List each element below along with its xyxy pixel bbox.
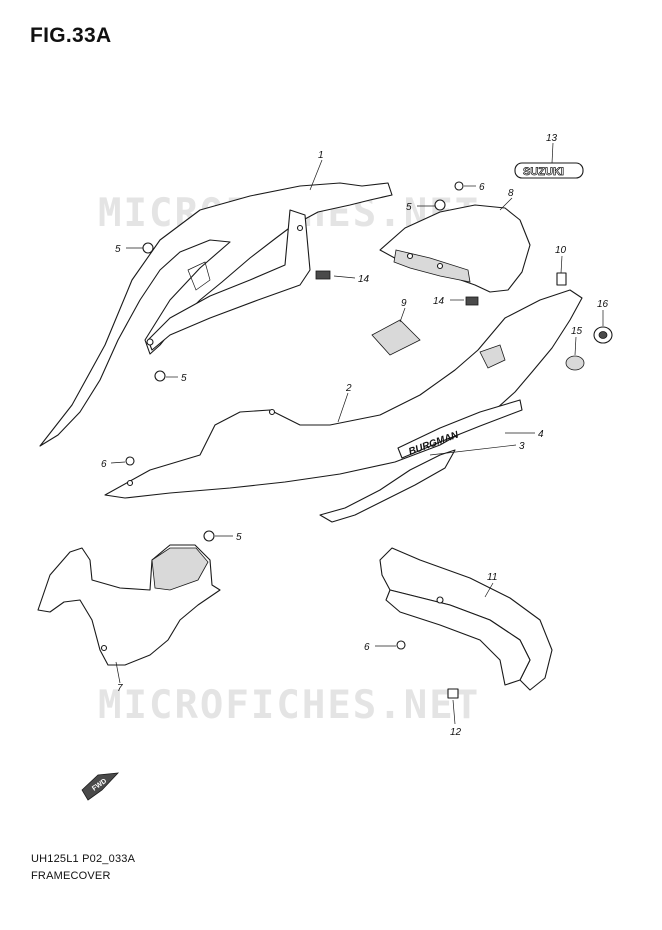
fwd-arrow: FWD bbox=[81, 772, 120, 801]
part-13-emblem: SUZUKI bbox=[514, 162, 584, 179]
part-1-frame-cover-left bbox=[39, 182, 393, 447]
part-7-lower-cover bbox=[37, 544, 221, 666]
callout-3: 3 bbox=[519, 441, 525, 452]
watermark-bottom: MICROFICHES.NET bbox=[98, 683, 480, 728]
part-9-pad bbox=[371, 319, 421, 356]
callout-7: 7 bbox=[117, 683, 123, 694]
callout-2: 2 bbox=[345, 383, 352, 394]
emblem-text: SUZUKI bbox=[523, 166, 564, 178]
callout-6c: 6 bbox=[364, 642, 370, 653]
callout-8: 8 bbox=[508, 188, 514, 199]
callout-14a: 14 bbox=[358, 274, 370, 285]
part-5-screw-b bbox=[434, 199, 446, 211]
part-14-clip-b bbox=[465, 296, 479, 306]
part-6-bolt-c bbox=[396, 640, 406, 650]
callout-12: 12 bbox=[450, 727, 462, 738]
figure-title: FIG.33A bbox=[30, 24, 112, 47]
part-5-screw-d bbox=[203, 530, 215, 542]
callout-14b: 14 bbox=[433, 296, 445, 307]
part-2-side-panel: BURGMAN bbox=[104, 289, 583, 523]
figure-code: UH125L1 P02_033A bbox=[31, 853, 136, 865]
callout-13: 13 bbox=[546, 133, 558, 144]
part-14-clip-a bbox=[315, 270, 331, 280]
callout-4: 4 bbox=[538, 429, 544, 440]
callout-9: 9 bbox=[401, 298, 407, 309]
callouts: 1 2 3 4 5 5 5 5 6 6 6 7 8 9 10 11 12 bbox=[101, 133, 609, 738]
callout-10: 10 bbox=[555, 245, 567, 256]
callout-6b: 6 bbox=[101, 459, 107, 470]
callout-5c: 5 bbox=[181, 373, 187, 384]
part-11-right-cover bbox=[379, 547, 553, 691]
part-12-clip bbox=[447, 688, 459, 699]
callout-1: 1 bbox=[318, 150, 324, 161]
callout-11: 11 bbox=[487, 572, 497, 583]
callout-16: 16 bbox=[597, 299, 609, 310]
part-10-nut bbox=[556, 272, 567, 286]
callout-5b: 5 bbox=[406, 202, 412, 213]
callout-6a: 6 bbox=[479, 182, 485, 193]
part-6-bolt-b bbox=[125, 456, 135, 466]
part-5-screw-c bbox=[154, 370, 166, 382]
figure-name: FRAMECOVER bbox=[31, 870, 111, 882]
callout-5d: 5 bbox=[236, 532, 242, 543]
part-15-grommet bbox=[565, 355, 585, 371]
part-5-screw-a bbox=[142, 242, 154, 254]
callout-15: 15 bbox=[571, 326, 583, 337]
part-6-bolt-a bbox=[454, 181, 464, 191]
callout-5a: 5 bbox=[115, 244, 121, 255]
part-8-rear-cover bbox=[379, 204, 531, 293]
fasteners bbox=[125, 181, 613, 699]
